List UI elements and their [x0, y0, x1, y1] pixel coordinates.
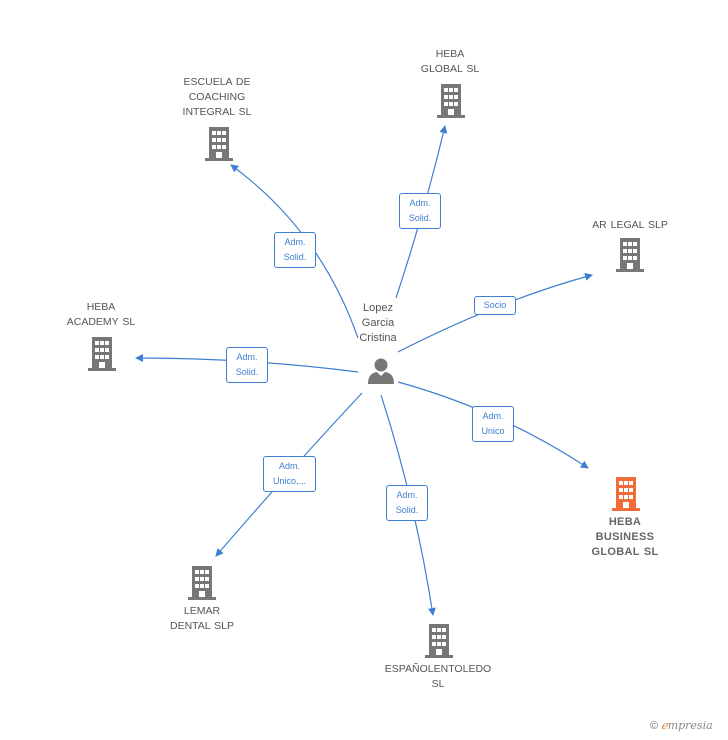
relation-label-escuela: Adm. Solid.: [274, 232, 316, 268]
building-icon[interactable]: [87, 337, 117, 371]
company-name-escuela[interactable]: ESCUELA DE COACHING INTEGRAL SL: [182, 76, 252, 118]
copyright-icon: ©: [650, 720, 659, 732]
company-name-ar-legal[interactable]: AR LEGAL SLP: [592, 219, 668, 231]
relation-label-heba-academy: Adm. Solid.: [226, 347, 268, 383]
company-name-lemar[interactable]: LEMAR DENTAL SLP: [169, 605, 235, 632]
building-icon[interactable]: [436, 84, 466, 118]
brand-logo-text: mpresia: [667, 719, 713, 732]
building-icon[interactable]: [187, 566, 217, 600]
building-icon[interactable]: [424, 624, 454, 658]
person-icon[interactable]: [366, 357, 396, 385]
relation-label-lemar: Adm. Unico,...: [263, 456, 316, 492]
relation-label-heba-global: Adm. Solid.: [399, 193, 441, 229]
relation-label-heba-business: Adm. Unico: [472, 406, 514, 442]
company-name-espanol[interactable]: ESPAÑOLENTOLEDO SL: [384, 663, 492, 690]
relation-label-espanol: Adm. Solid.: [386, 485, 428, 521]
building-icon[interactable]: [204, 127, 234, 161]
building-icon-highlighted[interactable]: [611, 477, 641, 511]
company-name-heba-business[interactable]: HEBA BUSINESS GLOBAL SL: [591, 516, 659, 558]
building-icon[interactable]: [615, 238, 645, 272]
brand-logo-initial: ℯ: [661, 719, 668, 732]
person-name: Lopez Garcia Cristina: [359, 302, 397, 344]
relation-label-ar-legal: Socio: [474, 296, 516, 315]
footer-brand: © ℯmpresia: [650, 719, 713, 732]
company-name-heba-academy[interactable]: HEBA ACADEMY SL: [66, 301, 136, 328]
company-name-heba-global[interactable]: HEBA GLOBAL SL: [420, 48, 480, 75]
